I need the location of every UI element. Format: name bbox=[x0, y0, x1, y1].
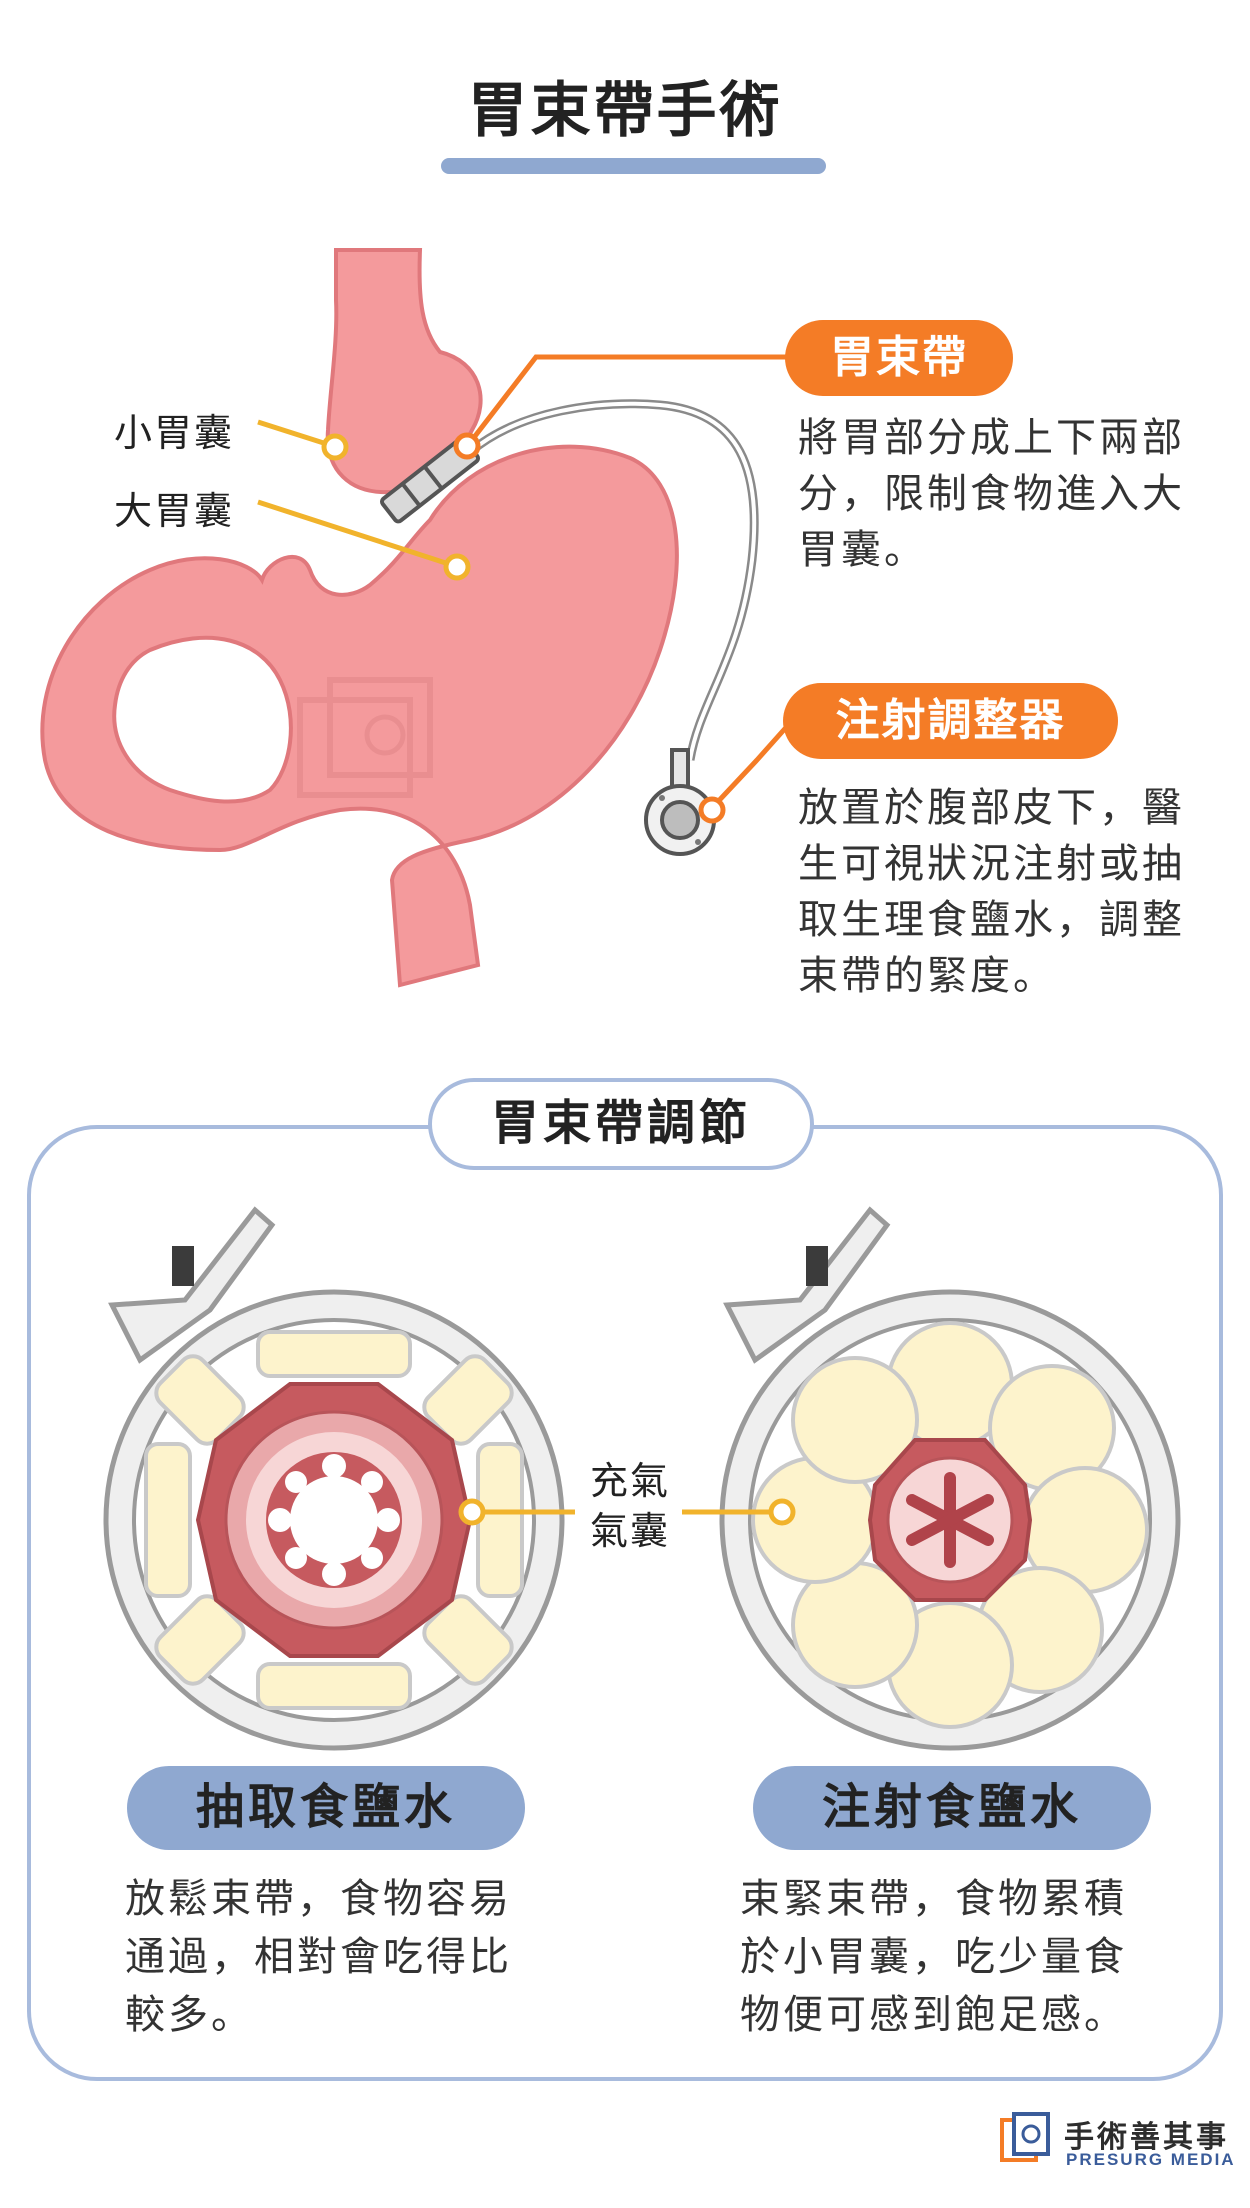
balloon-label: 充氣 氣囊 bbox=[580, 1457, 680, 1557]
withdraw-line: 放鬆束帶，食物容易 bbox=[125, 1877, 512, 1921]
watermark-logo bbox=[297, 677, 433, 798]
port-line: 束帶的緊度。 bbox=[798, 954, 1056, 998]
page-title: 胃束帶手術 bbox=[467, 77, 783, 144]
brand-name: 手術善其事 bbox=[1064, 2121, 1229, 2154]
balloon-label-line: 氣囊 bbox=[589, 1511, 670, 1553]
port-line: 生可視狀況注射或抽 bbox=[798, 842, 1185, 886]
brand-logo-icon bbox=[1000, 2112, 1050, 2162]
balloon-label-line: 充氣 bbox=[589, 1461, 670, 1503]
small-pouch-label: 小胃囊 bbox=[114, 413, 235, 455]
port-heading: 注射調整器 bbox=[783, 683, 1118, 759]
small-pouch-marker bbox=[321, 433, 349, 461]
large-pouch-marker bbox=[443, 553, 471, 581]
port-description: 放置於腹部皮下，醫 生可視狀況注射或抽 取生理食鹽水，調整 束帶的緊度。 bbox=[798, 780, 1238, 1004]
brand-name-en: PRESURG MEDIA bbox=[1066, 2150, 1236, 2169]
inject-line: 束緊束帶，食物累積 bbox=[740, 1877, 1127, 1921]
port-line: 放置於腹部皮下，醫 bbox=[798, 786, 1185, 830]
port-marker bbox=[698, 796, 726, 824]
band-clip bbox=[380, 436, 480, 524]
adjust-heading: 胃束帶調節 bbox=[428, 1078, 814, 1170]
stomach-body-shape bbox=[40, 444, 679, 988]
band-line: 分，限制食物進入大 bbox=[798, 472, 1185, 516]
withdraw-line: 較多。 bbox=[125, 1993, 254, 2037]
inject-description: 束緊束帶，食物累積 於小胃囊，吃少量食 物便可感到飽足感。 bbox=[740, 1870, 1190, 2044]
intestine-gap-shape bbox=[112, 635, 293, 804]
band-heading: 胃束帶 bbox=[785, 320, 1013, 396]
band-line: 將胃部分成上下兩部 bbox=[798, 416, 1185, 460]
inject-line: 於小胃囊，吃少量食 bbox=[740, 1935, 1127, 1979]
inject-heading: 注射食鹽水 bbox=[753, 1766, 1151, 1850]
port-line: 取生理食鹽水，調整 bbox=[798, 898, 1185, 942]
withdraw-line: 通過，相對會吃得比 bbox=[125, 1935, 512, 1979]
band-description: 將胃部分成上下兩部 分，限制食物進入大 胃囊。 bbox=[798, 410, 1218, 578]
title-underline bbox=[441, 158, 826, 174]
band-marker bbox=[453, 432, 481, 460]
withdraw-description: 放鬆束帶，食物容易 通過，相對會吃得比 較多。 bbox=[125, 1870, 565, 2044]
large-pouch-label: 大胃囊 bbox=[114, 491, 235, 533]
withdraw-heading: 抽取食鹽水 bbox=[127, 1766, 525, 1850]
stomach-illustration bbox=[40, 248, 792, 988]
inject-line: 物便可感到飽足感。 bbox=[740, 1993, 1127, 2037]
injection-port bbox=[644, 748, 716, 856]
band-line: 胃囊。 bbox=[798, 528, 927, 572]
